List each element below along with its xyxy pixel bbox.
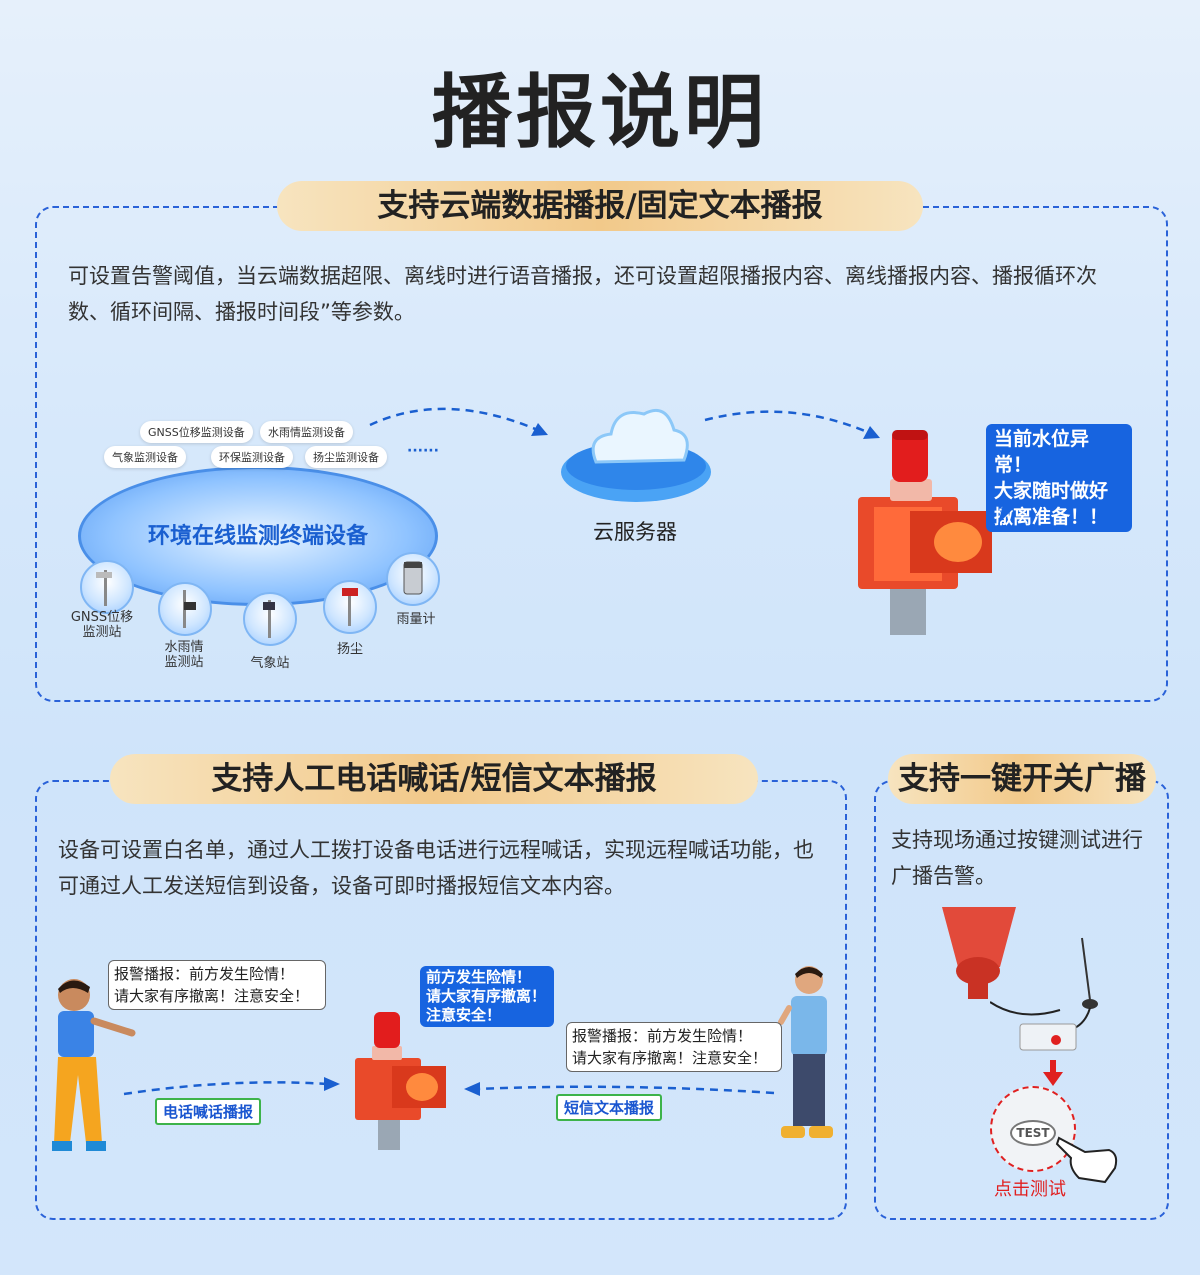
caller-person-icon bbox=[52, 979, 136, 1151]
cloud-server-icon bbox=[561, 409, 711, 502]
gnss-station-icon bbox=[80, 560, 134, 614]
alarm-bubble-tail-icon bbox=[998, 500, 1022, 524]
cloud-broadcast-heading: 支持云端数据播报/固定文本播报 bbox=[277, 181, 923, 231]
sms-broadcast-tag: 短信文本播报 bbox=[556, 1094, 663, 1121]
controller-module-icon bbox=[990, 937, 1098, 1051]
phone-broadcast-tag: 电话喊话播报 bbox=[155, 1098, 262, 1125]
center-speech-bubble: 前方发生险情！ 请大家有序撤离！ 注意安全！ bbox=[420, 966, 554, 1027]
tag-weather-device: 气象监测设备 bbox=[104, 446, 186, 468]
caller-speech-bubble: 报警播报：前方发生险情！ 请大家有序撤离！注意安全！ bbox=[108, 960, 326, 1010]
rain-gauge-label: 雨量计 bbox=[396, 612, 436, 627]
sms-sender-person-icon bbox=[778, 966, 833, 1138]
hydrology-station-label: 水雨情 监测站 bbox=[164, 640, 204, 670]
arrow-sms-to-alarm-icon bbox=[464, 1082, 775, 1096]
horn-speaker-icon bbox=[942, 907, 1016, 999]
click-test-label: 点击测试 bbox=[994, 1179, 1066, 1200]
gnss-station-label: GNSS位移 监测站 bbox=[70, 610, 134, 640]
weather-station-label: 气象站 bbox=[250, 656, 290, 671]
hydrology-station-icon bbox=[158, 582, 212, 636]
tag-gnss-device: GNSS位移监测设备 bbox=[140, 421, 253, 443]
phone-sms-description: 设备可设置白名单，通过人工拨打设备电话进行远程喊话，实现远程喊话功能，也可通过人… bbox=[58, 838, 814, 898]
down-arrow-icon bbox=[1043, 1060, 1063, 1086]
tag-more: ······ bbox=[407, 443, 439, 459]
dust-monitor-label: 扬尘 bbox=[336, 642, 363, 657]
tag-dust-device: 扬尘监测设备 bbox=[305, 446, 387, 468]
rain-gauge-icon bbox=[386, 552, 440, 606]
tag-env-device: 环保监测设备 bbox=[211, 446, 293, 468]
arrow-phone-to-alarm-icon bbox=[123, 1077, 340, 1096]
center-alarm-icon bbox=[355, 1012, 446, 1150]
cloud-broadcast-description: 可设置告警阈值，当云端数据超限、离线时进行语音播报，还可设置超限播报内容、离线播… bbox=[68, 264, 1097, 324]
alarm-speech-bubble: 当前水位异常！ 大家随时做好 撤离准备！！ bbox=[986, 424, 1132, 532]
weather-station-icon bbox=[243, 592, 297, 646]
sound-light-alarm-icon bbox=[858, 430, 992, 635]
monitoring-hub-label: 环境在线监测终端设备 bbox=[147, 524, 368, 549]
test-button[interactable]: TEST bbox=[1010, 1120, 1056, 1146]
pointing-hand-icon bbox=[1055, 1136, 1118, 1184]
arrow-hub-to-cloud-icon bbox=[369, 407, 548, 436]
arrow-cloud-to-alarm-icon bbox=[704, 410, 880, 439]
tag-hydrology-device: 水雨情监测设备 bbox=[260, 421, 353, 443]
cloud-server-label: 云服务器 bbox=[593, 520, 677, 544]
page-title: 播报说明 bbox=[432, 66, 768, 159]
phone-sms-heading: 支持人工电话喊话/短信文本播报 bbox=[110, 754, 758, 804]
one-key-heading: 支持一键开关广播 bbox=[888, 754, 1156, 804]
dust-monitor-icon bbox=[323, 580, 377, 634]
one-key-description: 支持现场通过按键测试进行广播告警。 bbox=[891, 828, 1143, 888]
sms-speech-bubble: 报警播报：前方发生险情！ 请大家有序撤离！注意安全！ bbox=[566, 1022, 782, 1072]
